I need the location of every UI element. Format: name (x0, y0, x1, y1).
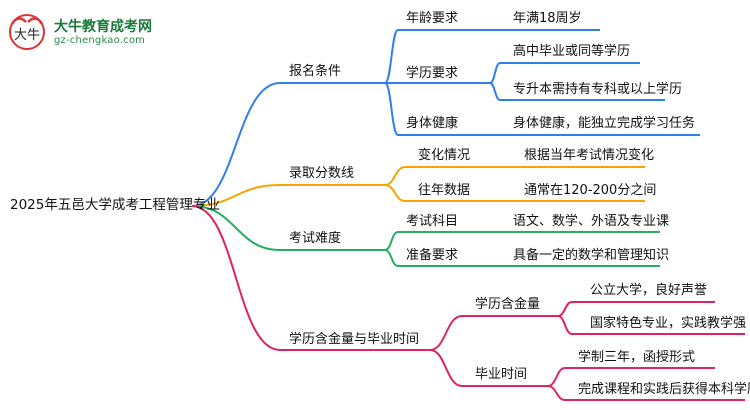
leaf-health: 身体健康，能独立完成学习任务 (513, 116, 696, 131)
logo-url: gz-chengkao.com (54, 35, 146, 46)
link-grad-2 (547, 385, 566, 401)
node-age-req: 年龄要求 (406, 11, 459, 26)
node-health: 身体健康 (406, 116, 459, 131)
leaf-subjects: 语文、数学、外语及专业课 (513, 214, 670, 229)
leaf-grad-2: 完成课程和实践后获得本科学历 (578, 382, 750, 397)
link-root-b2 (191, 184, 281, 207)
link-b1-health (384, 82, 399, 136)
node-preparation: 准备要求 (406, 248, 459, 263)
link-root-b3 (191, 205, 281, 251)
link-b3-prep (384, 249, 399, 267)
leaf-value-1: 公立大学，良好声誉 (590, 283, 708, 298)
branch-value-graduation: 学历含金量与毕业时间 (289, 332, 420, 347)
link-value-1 (557, 301, 573, 317)
leaf-edu-2: 专升本需持有专科或以上学历 (513, 82, 683, 97)
link-b3-subjects (384, 231, 399, 251)
link-b2-past (384, 184, 406, 202)
node-past-data: 往年数据 (418, 183, 471, 198)
link-root-b1 (191, 82, 281, 207)
leaf-preparation: 具备一定的数学和管理知识 (513, 248, 670, 263)
node-changes: 变化情况 (418, 148, 471, 163)
leaf-changes: 根据当年考试情况变化 (524, 148, 655, 163)
node-graduation-time: 毕业时间 (475, 367, 528, 382)
link-edu-2 (489, 82, 501, 101)
link-b4-value (429, 315, 463, 351)
logo-title: 大牛教育成考网 (54, 19, 152, 35)
link-root-b4 (191, 205, 281, 351)
node-degree-value: 学历含金量 (475, 297, 541, 312)
node-edu-req: 学历要求 (406, 66, 459, 81)
svg-text:大牛: 大牛 (14, 28, 40, 43)
branch-registration: 报名条件 (289, 64, 342, 79)
link-edu-1 (489, 62, 501, 84)
link-value-2 (557, 315, 573, 335)
site-logo[interactable]: 大牛 大牛教育成考网 gz-chengkao.com (6, 12, 166, 52)
bull-logo-icon: 大牛 (9, 14, 45, 50)
branch-admission-score: 录取分数线 (289, 166, 355, 181)
leaf-edu-1: 高中毕业或同等学历 (513, 44, 631, 59)
link-grad-1 (547, 367, 566, 387)
root-node: 2025年五邑大学成考工程管理专业 (10, 197, 220, 213)
branch-exam-difficulty: 考试难度 (289, 231, 342, 246)
leaf-value-2: 国家特色专业，实践教学强 (590, 316, 747, 331)
link-b4-grad (429, 349, 463, 387)
leaf-grad-1: 学制三年，函授形式 (578, 350, 696, 365)
leaf-age: 年满18周岁 (513, 11, 582, 26)
leaf-past-data: 通常在120-200分之间 (524, 183, 657, 198)
link-b1-age (384, 29, 399, 84)
link-b2-changes (384, 166, 406, 186)
node-subjects: 考试科目 (406, 214, 459, 229)
